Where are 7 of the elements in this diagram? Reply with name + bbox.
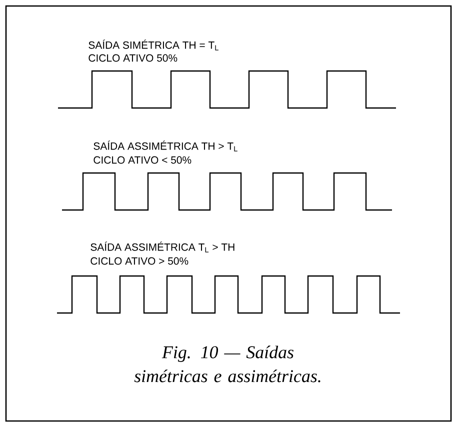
waveform-label: CICLO ATIVO < 50% <box>94 156 192 164</box>
waveform-label: SAÍDA SIMÉTRICA TH = T$_{L}$ <box>88 40 218 50</box>
waveform-label: SAÍDA ASSIMÉTRICA TH > T$_{L}$ <box>94 140 238 152</box>
waveform-label: CICLO ATIVO 50% <box>88 54 178 62</box>
waveform-label: SAÍDA ASSIMÉTRICA T$_{L}$ > TH <box>90 242 234 252</box>
waveform-label: CICLO ATIVO > 50% <box>90 257 188 265</box>
caption: Fig. 10 — Saídas simétricas e assimétricas. <box>134 346 320 382</box>
